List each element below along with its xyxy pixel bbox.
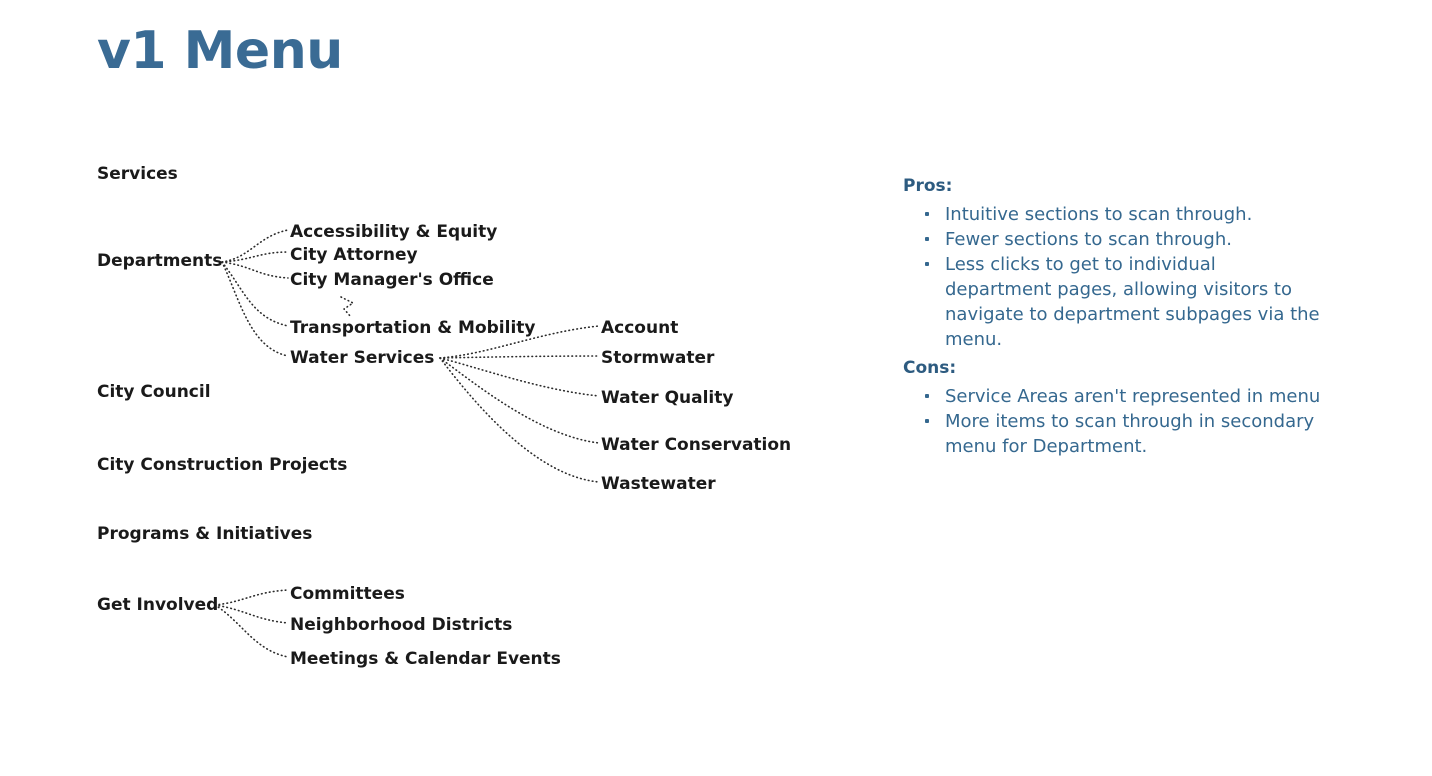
cons-list-item: Service Areas aren't represented in menu	[903, 384, 1323, 409]
connector-water-conservation	[439, 357, 600, 444]
menu-item-city-council[interactable]: City Council	[97, 382, 211, 402]
bullet-icon	[925, 419, 929, 423]
menu-item-neighborhood-districts[interactable]: Neighborhood Districts	[290, 615, 513, 635]
connector-departments-water-services	[221, 261, 289, 357]
menu-item-wastewater[interactable]: Wastewater	[601, 474, 716, 494]
menu-item-committees[interactable]: Committees	[290, 584, 405, 604]
menu-item-services[interactable]: Services	[97, 164, 178, 184]
bullet-icon	[925, 262, 929, 266]
pros-item-text: Intuitive sections to scan through.	[945, 204, 1253, 225]
connector-departments-transportation	[221, 261, 289, 327]
menu-item-transportation-mobility[interactable]: Transportation & Mobility	[290, 318, 536, 338]
pros-list-item: Fewer sections to scan through.	[903, 227, 1323, 252]
connector-departments-accessibility	[221, 229, 289, 263]
pros-heading: Pros:	[903, 176, 953, 196]
bullet-icon	[925, 237, 929, 241]
cons-block: Cons: Service Areas aren't represented i…	[903, 360, 1323, 459]
connector-getinvolved-meetings	[214, 604, 289, 658]
cons-list: Service Areas aren't represented in menu…	[903, 384, 1323, 459]
connector-water-stormwater	[439, 355, 600, 359]
cons-item-text: Service Areas aren't represented in menu	[945, 386, 1321, 407]
connector-water-wastewater	[439, 357, 600, 483]
connector-getinvolved-neighborhood	[214, 604, 289, 624]
menu-item-stormwater[interactable]: Stormwater	[601, 348, 715, 368]
pros-item-text: Less clicks to get to individual departm…	[945, 254, 1320, 350]
menu-item-get-involved[interactable]: Get Involved	[97, 595, 219, 615]
bullet-icon	[925, 394, 929, 398]
ellipsis-squiggle-icon	[340, 296, 354, 318]
menu-item-water-services[interactable]: Water Services	[290, 348, 435, 368]
menu-item-accessibility-equity[interactable]: Accessibility & Equity	[290, 222, 498, 242]
pros-list-item: Intuitive sections to scan through.	[903, 202, 1323, 227]
menu-item-programs-initiatives[interactable]: Programs & Initiatives	[97, 524, 313, 544]
connector-water-quality	[439, 357, 600, 397]
connector-departments-city-attorney	[221, 251, 289, 263]
cons-item-text: More items to scan through in secondary …	[945, 411, 1315, 457]
pros-item-text: Fewer sections to scan through.	[945, 229, 1232, 250]
pros-list-item: Less clicks to get to individual departm…	[903, 252, 1323, 352]
connector-getinvolved-committees	[214, 589, 289, 606]
menu-item-water-quality[interactable]: Water Quality	[601, 388, 734, 408]
menu-item-account[interactable]: Account	[601, 318, 679, 338]
bullet-icon	[925, 212, 929, 216]
menu-item-departments[interactable]: Departments	[97, 251, 223, 271]
menu-item-city-attorney[interactable]: City Attorney	[290, 245, 418, 265]
page-title: v1 Menu	[97, 21, 343, 81]
menu-item-city-construction-projects[interactable]: City Construction Projects	[97, 455, 348, 475]
pros-list: Intuitive sections to scan through. Fewe…	[903, 202, 1323, 352]
cons-heading: Cons:	[903, 358, 957, 378]
cons-list-item: More items to scan through in secondary …	[903, 409, 1323, 459]
menu-item-city-managers-office[interactable]: City Manager's Office	[290, 270, 494, 290]
menu-item-water-conservation[interactable]: Water Conservation	[601, 435, 792, 455]
pros-block: Pros: Intuitive sections to scan through…	[903, 178, 1323, 352]
menu-item-meetings-calendar-events[interactable]: Meetings & Calendar Events	[290, 649, 561, 669]
connector-departments-city-managers-office	[221, 261, 289, 279]
